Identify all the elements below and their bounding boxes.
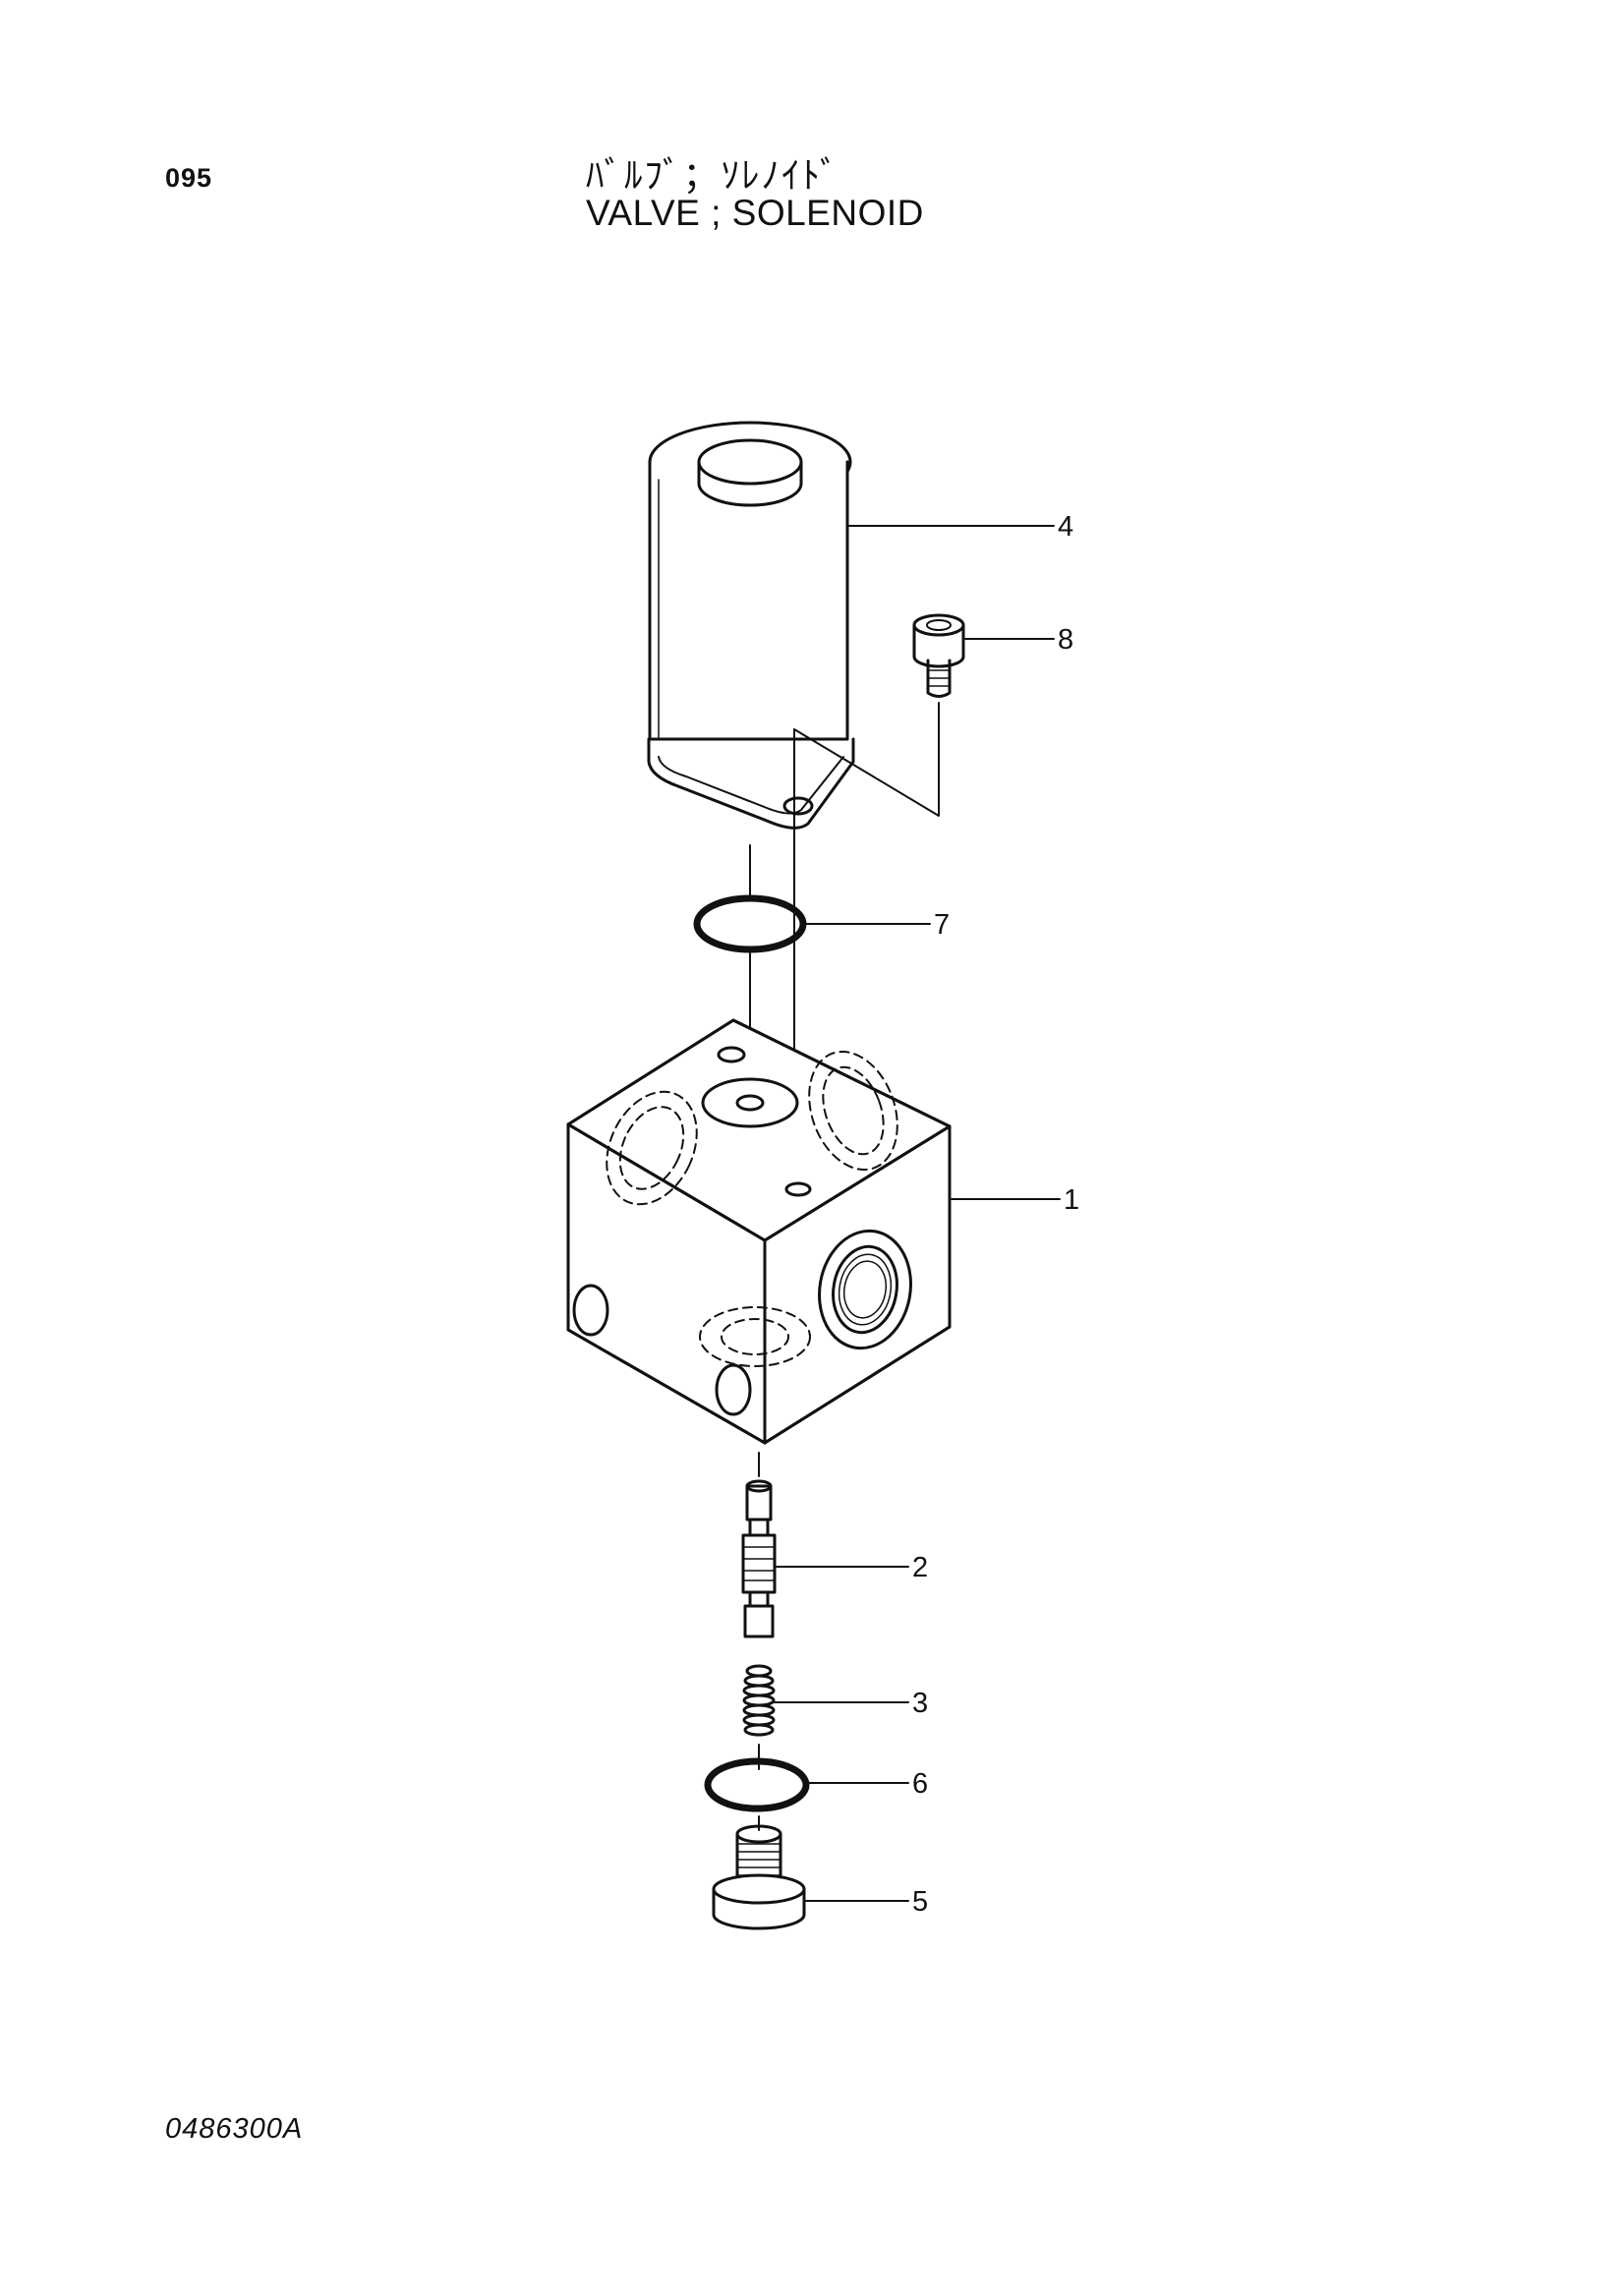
spool-part xyxy=(741,1479,777,1638)
callout-5: 5 xyxy=(912,1886,928,1918)
socket-bolt-part xyxy=(912,613,965,698)
valve-body-part xyxy=(566,1018,952,1445)
title-english: VALVE ; SOLENOID xyxy=(586,193,924,233)
page-number: 095 xyxy=(165,163,213,193)
callout-1: 1 xyxy=(1064,1184,1079,1216)
callout-4: 4 xyxy=(1058,511,1073,543)
solenoid-coil-part xyxy=(647,421,855,830)
o-ring-upper-part xyxy=(693,894,807,953)
callout-6: 6 xyxy=(912,1768,928,1800)
o-ring-lower-part xyxy=(704,1757,810,1812)
plug-part xyxy=(712,1824,806,1930)
title-japanese: ﾊﾞﾙﾌﾞ；ｿﾚﾉｲﾄﾞ xyxy=(586,155,840,196)
spring-part xyxy=(742,1664,776,1737)
callout-3: 3 xyxy=(912,1688,928,1719)
drawing-number: 0486300A xyxy=(165,2113,304,2145)
callout-7: 7 xyxy=(934,909,950,941)
callout-2: 2 xyxy=(912,1552,928,1583)
callout-8: 8 xyxy=(1058,624,1073,656)
